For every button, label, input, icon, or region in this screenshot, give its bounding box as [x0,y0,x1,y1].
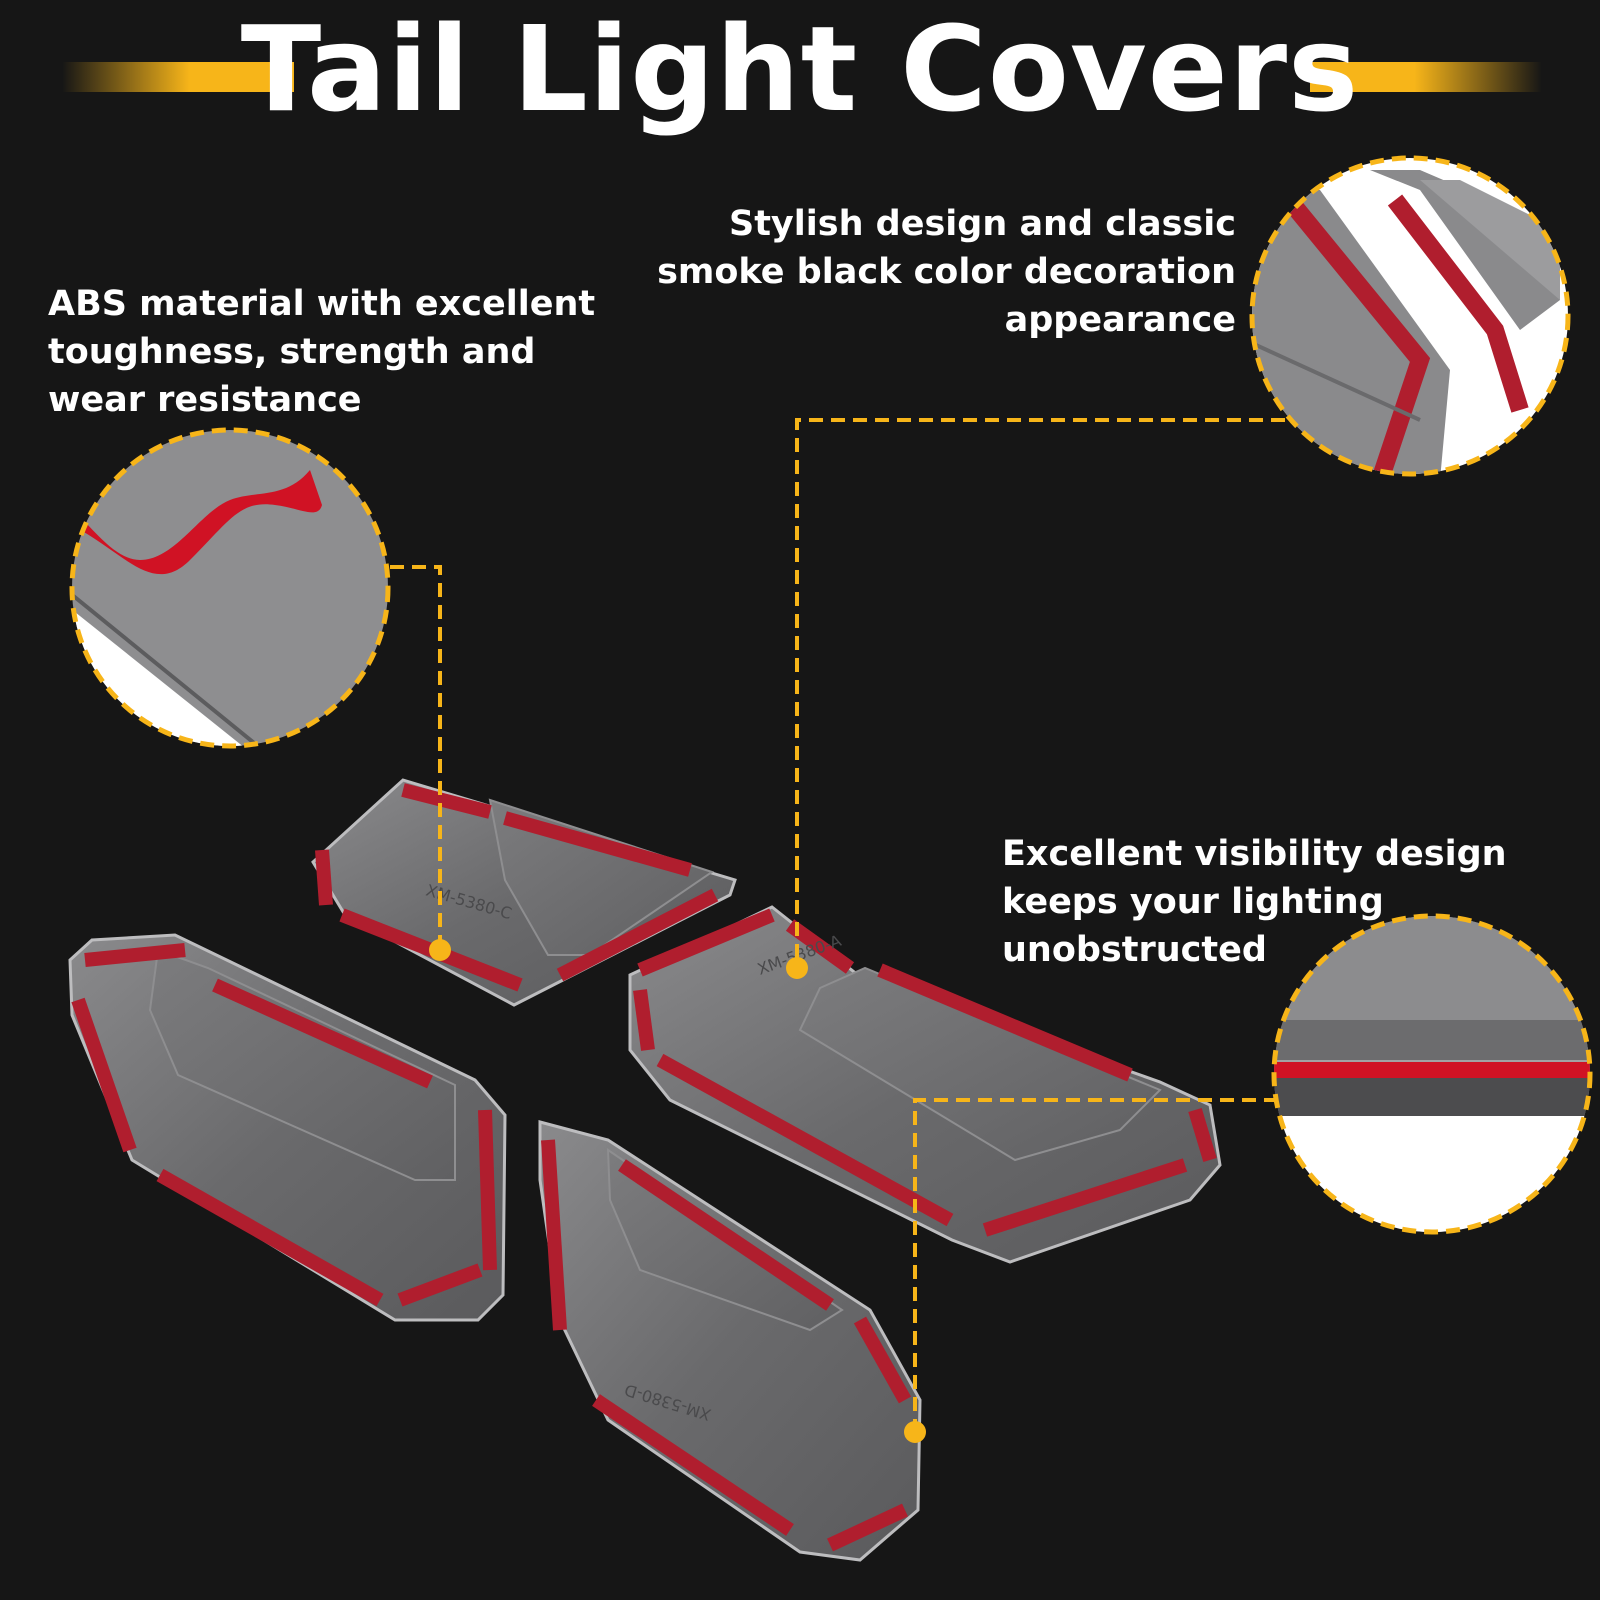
callout-style-line-3: appearance [1004,300,1236,340]
callout-material-line-3: wear resistance [48,380,362,420]
zoom-circle-material [69,427,391,749]
zoom-circle-style [1249,155,1571,477]
callout-visibility-line-2: keeps your lighting [1002,882,1384,922]
title-accent-bar-right [1310,62,1542,92]
callout-visibility-line-1: Excellent visibility design [1002,834,1507,874]
connector-style [795,418,1285,968]
zoom-circle-visibility [1271,913,1593,1235]
callout-style-line-2: smoke black color decoration [657,252,1236,292]
callout-visibility-line-3: unobstructed [1002,930,1267,970]
callout-connectors [390,418,1285,1432]
connector-dot-visibility [904,1421,926,1443]
connector-dot-material [429,939,451,961]
callout-material: ABS material with excellent toughness, s… [48,280,595,424]
callout-visibility: Excellent visibility design keeps your l… [1002,830,1507,974]
connector-dot-style [786,957,808,979]
callout-material-line-2: toughness, strength and [48,332,536,372]
callout-style-line-1: Stylish design and classic [728,204,1236,244]
connector-visibility [913,1098,1278,1432]
tail-light-cover-bottom-center: XM-5380-D [538,1120,922,1562]
tail-light-cover-left [68,933,507,1322]
tail-light-cover-right: XM-5380-A [628,905,1222,1264]
callout-style: Stylish design and classic smoke black c… [600,200,1236,344]
callout-material-line-1: ABS material with excellent [48,284,596,324]
tail-light-cover-top-left: XM-5380-C [311,778,737,1007]
connector-material [390,565,442,950]
page-title: Tail Light Covers [240,0,1360,138]
title-accent-bar-left [62,62,294,92]
